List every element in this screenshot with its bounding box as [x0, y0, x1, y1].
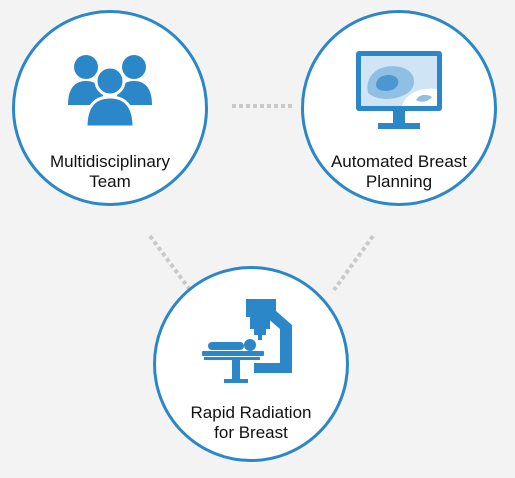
node-team-label-line1: Multidisciplinary — [50, 152, 170, 171]
node-radiation-label-line1: Rapid Radiation — [190, 403, 312, 422]
people-group-icon — [68, 55, 152, 129]
node-automated-breast-planning: Automated Breast Planning — [301, 10, 497, 206]
node-planning-label-line2: Planning — [365, 172, 433, 191]
node-planning-label-line1: Automated Breast — [330, 152, 468, 171]
connector-team-radiation — [148, 234, 192, 292]
connector-planning-radiation — [332, 234, 375, 292]
monitor-scan-icon — [356, 51, 442, 129]
node-radiation-label-line2: for Breast — [214, 423, 288, 442]
node-team-label-line2: Team — [89, 172, 131, 191]
node-planning-label: Automated Breast Planning — [310, 152, 488, 192]
node-multidisciplinary-team: Multidisciplinary Team — [12, 10, 208, 206]
linac-machine-icon — [202, 299, 292, 383]
node-radiation-label: Rapid Radiation for Breast — [162, 403, 340, 443]
node-team-label: Multidisciplinary Team — [21, 152, 199, 192]
node-rapid-radiation: Rapid Radiation for Breast — [153, 266, 349, 462]
